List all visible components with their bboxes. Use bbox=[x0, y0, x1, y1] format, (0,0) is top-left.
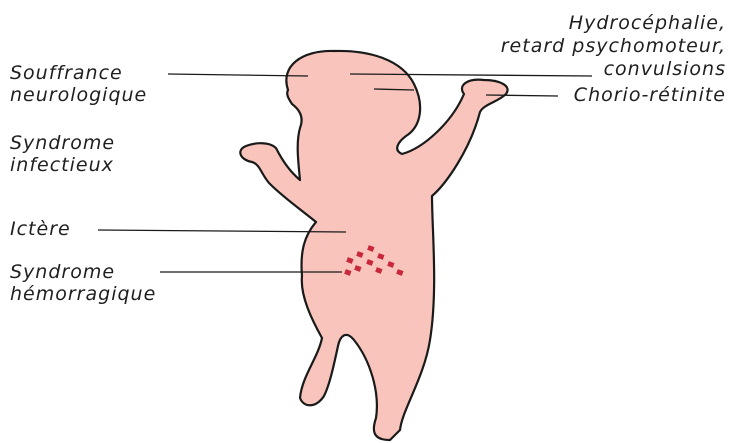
label-ictere: Ictère bbox=[10, 219, 71, 240]
label-souffrance-1: Souffrance bbox=[10, 63, 123, 84]
label-hydro-1: Hydrocéphalie, bbox=[569, 13, 726, 34]
label-souffrance-2: neurologique bbox=[10, 85, 147, 106]
label-infectieux-1: Syndrome bbox=[10, 133, 115, 154]
label-infectieux-2: infectieux bbox=[10, 155, 114, 176]
baby-silhouette bbox=[240, 51, 507, 440]
label-chorio: Chorio-rétinite bbox=[574, 85, 726, 106]
label-hydro-3: convulsions bbox=[604, 59, 726, 80]
label-hemorragique-1: Syndrome bbox=[10, 262, 115, 283]
label-hemorragique-2: hémorragique bbox=[10, 284, 156, 305]
label-hydro-2: retard psychomoteur, bbox=[501, 36, 726, 57]
